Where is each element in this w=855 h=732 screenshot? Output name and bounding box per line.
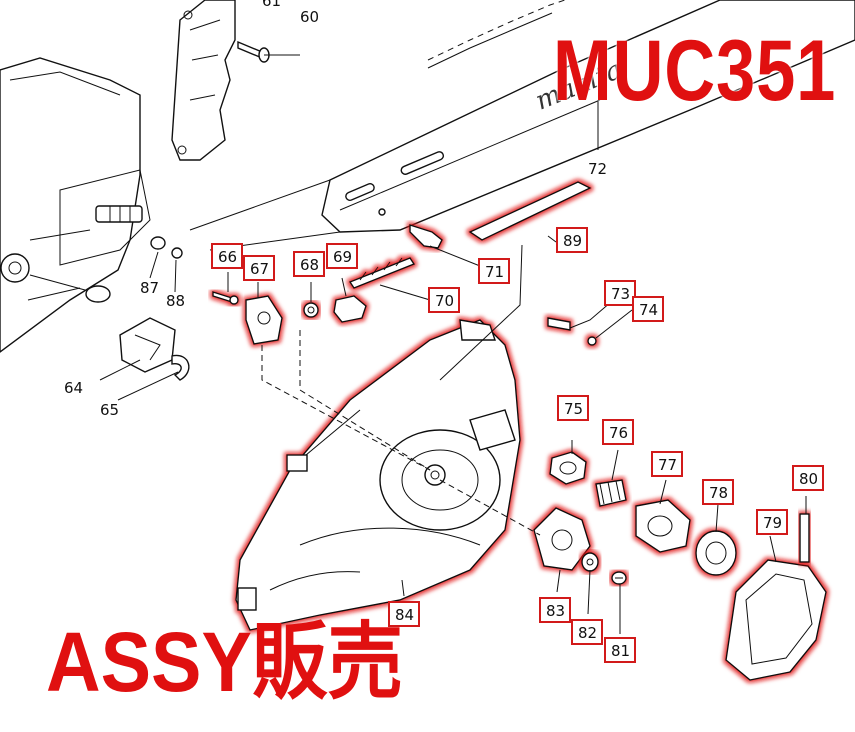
motor-housing: [0, 57, 183, 353]
callout-64: 64: [64, 379, 83, 397]
nut-75: [549, 451, 587, 485]
callout-74: 74: [639, 301, 658, 319]
callout-78: 78: [709, 484, 728, 502]
gear-68: [303, 302, 319, 318]
callout-60: 60: [300, 8, 319, 26]
callout-82: 82: [578, 624, 597, 642]
callout-81: 81: [611, 642, 630, 660]
callout-66: 66: [218, 248, 237, 266]
callout-69: 69: [333, 248, 352, 266]
plain-callouts: 61 60 72 87 88 64 65: [64, 0, 607, 419]
screws-73-74: [547, 317, 597, 346]
model-number-overlay: MUC351: [553, 23, 837, 119]
callout-79: 79: [763, 514, 782, 532]
callout-70: 70: [435, 292, 454, 310]
callout-88: 88: [166, 292, 185, 310]
callout-67: 67: [250, 260, 269, 278]
spring-76: [595, 479, 627, 507]
washer-78: [695, 530, 737, 576]
callout-72: 72: [588, 160, 607, 178]
callout-73: 73: [611, 285, 630, 303]
callout-61: 61: [262, 0, 281, 10]
callout-87: 87: [140, 279, 159, 297]
stud-71: [409, 224, 443, 249]
screw-81: [611, 571, 627, 585]
callout-76: 76: [609, 424, 628, 442]
washer-82: [581, 552, 599, 572]
guide-bar: [321, 0, 855, 233]
screw-part: [237, 40, 270, 63]
callout-75: 75: [564, 400, 583, 418]
assy-sale-overlay: ASSY販売: [46, 615, 404, 709]
leader-lines: [99, 54, 807, 634]
callout-65: 65: [100, 401, 119, 419]
callout-68: 68: [300, 256, 319, 274]
sprocket-part: [119, 317, 190, 381]
chain-cover-assembly: [235, 319, 521, 631]
sprocket-83: [533, 507, 591, 571]
nut-69: [333, 295, 367, 323]
saw-chain: [427, 0, 566, 69]
drum-77: [635, 499, 691, 553]
callout-84: 84: [395, 606, 414, 624]
guard-plate: [171, 0, 236, 161]
bolt-66: [212, 291, 239, 305]
callout-71: 71: [485, 263, 504, 281]
adjusting-screw-70: [348, 257, 416, 289]
callout-80: 80: [799, 470, 818, 488]
callout-83: 83: [546, 602, 565, 620]
callout-77: 77: [658, 456, 677, 474]
tensioner-plate-67: [245, 295, 283, 345]
badged-callouts: 66 67 68 69 70 71 89 73 74 75 76 77 78 8…: [211, 227, 824, 663]
pin-80: [799, 513, 810, 563]
callout-89: 89: [563, 232, 582, 250]
knob-cover-79: [725, 559, 827, 681]
label-89: [468, 181, 592, 241]
